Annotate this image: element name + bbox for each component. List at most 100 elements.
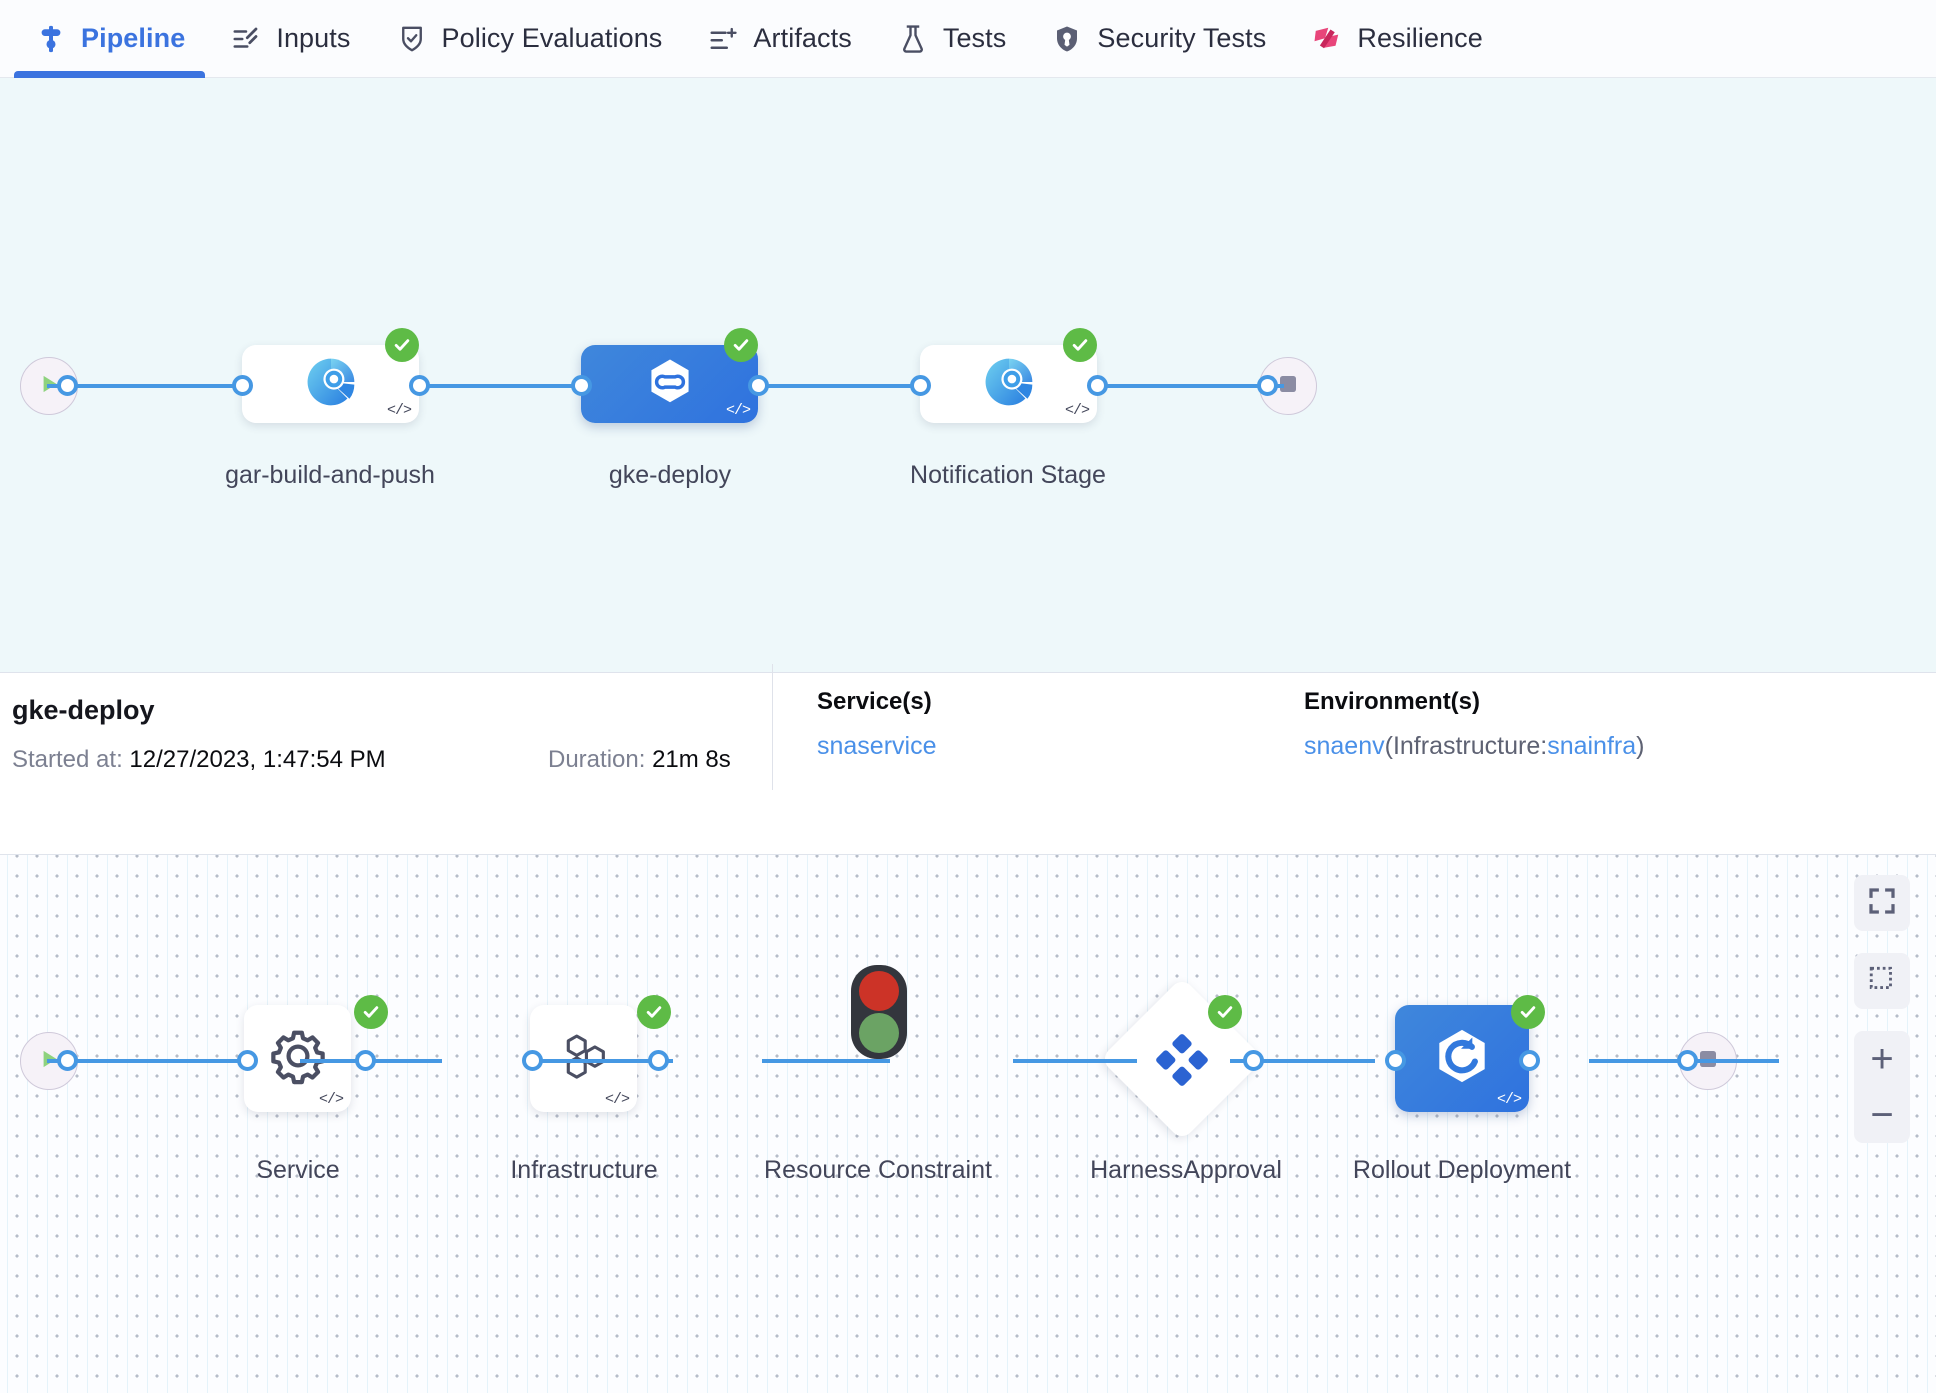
- infrastructure-prefix: (Infrastructure:: [1384, 732, 1548, 760]
- detail-divider: [772, 664, 773, 790]
- execution-step-graph[interactable]: </> Service </> Infrastructure Resource …: [0, 855, 1936, 1393]
- resilience-icon: [1310, 22, 1344, 56]
- inputs-icon: [229, 22, 263, 56]
- traffic-light-red-lamp: [859, 971, 899, 1011]
- stage-node-notification-stage[interactable]: </>: [920, 345, 1097, 423]
- status-badge-success: [724, 328, 758, 362]
- tab-label: Artifacts: [753, 23, 852, 53]
- status-badge-success: [1063, 328, 1097, 362]
- stage-label: Notification Stage: [910, 461, 1106, 489]
- environment-link[interactable]: snaenv: [1304, 732, 1385, 760]
- rollout-icon: [1429, 1023, 1495, 1094]
- graph-port: [57, 1050, 78, 1071]
- graph-port: [57, 375, 78, 396]
- infrastructure-link[interactable]: snainfra: [1547, 732, 1637, 760]
- pipeline-icon: [34, 22, 68, 56]
- play-icon: [36, 1046, 62, 1077]
- graph-edge: [1230, 1059, 1375, 1063]
- step-label: Rollout Deployment: [1352, 1156, 1572, 1184]
- service-link[interactable]: snaservice: [817, 732, 937, 760]
- services-block: Service(s) snaservice: [817, 688, 937, 761]
- status-badge-success: [385, 328, 419, 362]
- stage-detail-title: gke-deploy: [12, 695, 155, 725]
- graph-port: [648, 1050, 669, 1071]
- fit-screen-icon: [1867, 886, 1897, 921]
- graph-port: [1087, 375, 1108, 396]
- pipeline-tab-bar: Pipeline Inputs Policy Evaluations Artif…: [0, 0, 1936, 78]
- gear-icon: [269, 1027, 327, 1090]
- graph-edge: [410, 384, 582, 388]
- graph-edge: [1013, 1059, 1137, 1063]
- security-shield-icon: [1050, 22, 1084, 56]
- graph-port: [237, 1050, 258, 1071]
- build-stage-icon: [303, 354, 359, 415]
- deploy-stage-icon: [643, 355, 697, 414]
- duration-value: 21m 8s: [652, 746, 731, 773]
- graph-edge: [533, 1059, 673, 1063]
- step-node-service[interactable]: </>: [244, 1005, 351, 1112]
- zoom-out-button[interactable]: −: [1854, 1087, 1910, 1143]
- tab-pipeline[interactable]: Pipeline: [12, 0, 207, 78]
- graph-edge: [47, 1059, 247, 1063]
- step-node-infrastructure[interactable]: </>: [530, 1005, 637, 1112]
- tab-inputs[interactable]: Inputs: [207, 0, 372, 78]
- stage-node-gke-deploy[interactable]: </>: [581, 345, 758, 423]
- tab-label: Tests: [942, 23, 1007, 53]
- stop-icon: [1276, 372, 1300, 401]
- tab-security-tests[interactable]: Security Tests: [1028, 0, 1288, 78]
- code-badge-icon: </>: [725, 402, 751, 419]
- graph-port: [748, 375, 769, 396]
- graph-port: [1677, 1050, 1698, 1071]
- code-badge-icon: </>: [318, 1091, 344, 1108]
- traffic-light-green-lamp: [859, 1013, 899, 1053]
- started-at-value: 12/27/2023, 1:47:54 PM: [129, 746, 386, 773]
- graph-edge: [762, 1059, 890, 1063]
- status-badge-success: [637, 995, 671, 1029]
- graph-port: [571, 375, 592, 396]
- graph-port: [1243, 1050, 1264, 1071]
- duration-label: Duration:: [548, 746, 646, 773]
- services-value: snaservice: [817, 732, 937, 761]
- tab-label: Security Tests: [1097, 23, 1267, 53]
- step-node-resource-constraint[interactable]: [851, 965, 907, 1059]
- policy-shield-icon: [395, 22, 429, 56]
- graph-port: [1519, 1050, 1540, 1071]
- started-at-field: Started at: 12/27/2023, 1:47:54 PM: [12, 746, 386, 774]
- duration-field: Duration: 21m 8s: [548, 746, 731, 774]
- tab-artifacts[interactable]: Artifacts: [684, 0, 873, 78]
- canvas-view-controls: + −: [1854, 875, 1910, 1143]
- status-badge-success: [1208, 995, 1242, 1029]
- graph-port: [522, 1050, 543, 1071]
- tab-tests[interactable]: Tests: [874, 0, 1029, 78]
- graph-edge: [47, 384, 247, 388]
- pipeline-stage-graph[interactable]: </> gar-build-and-push </> gke-deploy: [0, 78, 1936, 673]
- zoom-button-group: + −: [1854, 1031, 1910, 1143]
- code-badge-icon: </>: [1064, 402, 1090, 419]
- environments-value: snaenv(Infrastructure:snainfra): [1304, 732, 1644, 761]
- graph-port: [1385, 1050, 1406, 1071]
- selection-box-button[interactable]: [1854, 953, 1910, 1009]
- stage-node-gar-build-and-push[interactable]: </>: [242, 345, 419, 423]
- step-label: HarnessApproval: [1090, 1156, 1282, 1184]
- stage-label: gar-build-and-push: [225, 461, 435, 489]
- tab-policy-evaluations[interactable]: Policy Evaluations: [373, 0, 685, 78]
- graph-port: [409, 375, 430, 396]
- graph-edge: [750, 384, 925, 388]
- tab-resilience[interactable]: Resilience: [1288, 0, 1505, 78]
- step-node-rollout-deployment[interactable]: </>: [1395, 1005, 1529, 1112]
- started-at-label: Started at:: [12, 746, 123, 773]
- code-badge-icon: </>: [1496, 1091, 1522, 1108]
- tab-label: Resilience: [1357, 23, 1483, 53]
- infrastructure-suffix: ): [1636, 732, 1645, 760]
- stage-label: gke-deploy: [608, 461, 732, 489]
- tab-label: Pipeline: [81, 23, 186, 53]
- graph-port: [232, 375, 253, 396]
- tab-label: Inputs: [276, 23, 351, 53]
- step-label: Service: [256, 1156, 340, 1184]
- zoom-in-button[interactable]: +: [1854, 1031, 1910, 1087]
- services-heading: Service(s): [817, 688, 932, 715]
- tab-label: Policy Evaluations: [441, 23, 663, 53]
- fit-to-screen-button[interactable]: [1854, 875, 1910, 931]
- code-badge-icon: </>: [386, 402, 412, 419]
- graph-port: [1257, 375, 1278, 396]
